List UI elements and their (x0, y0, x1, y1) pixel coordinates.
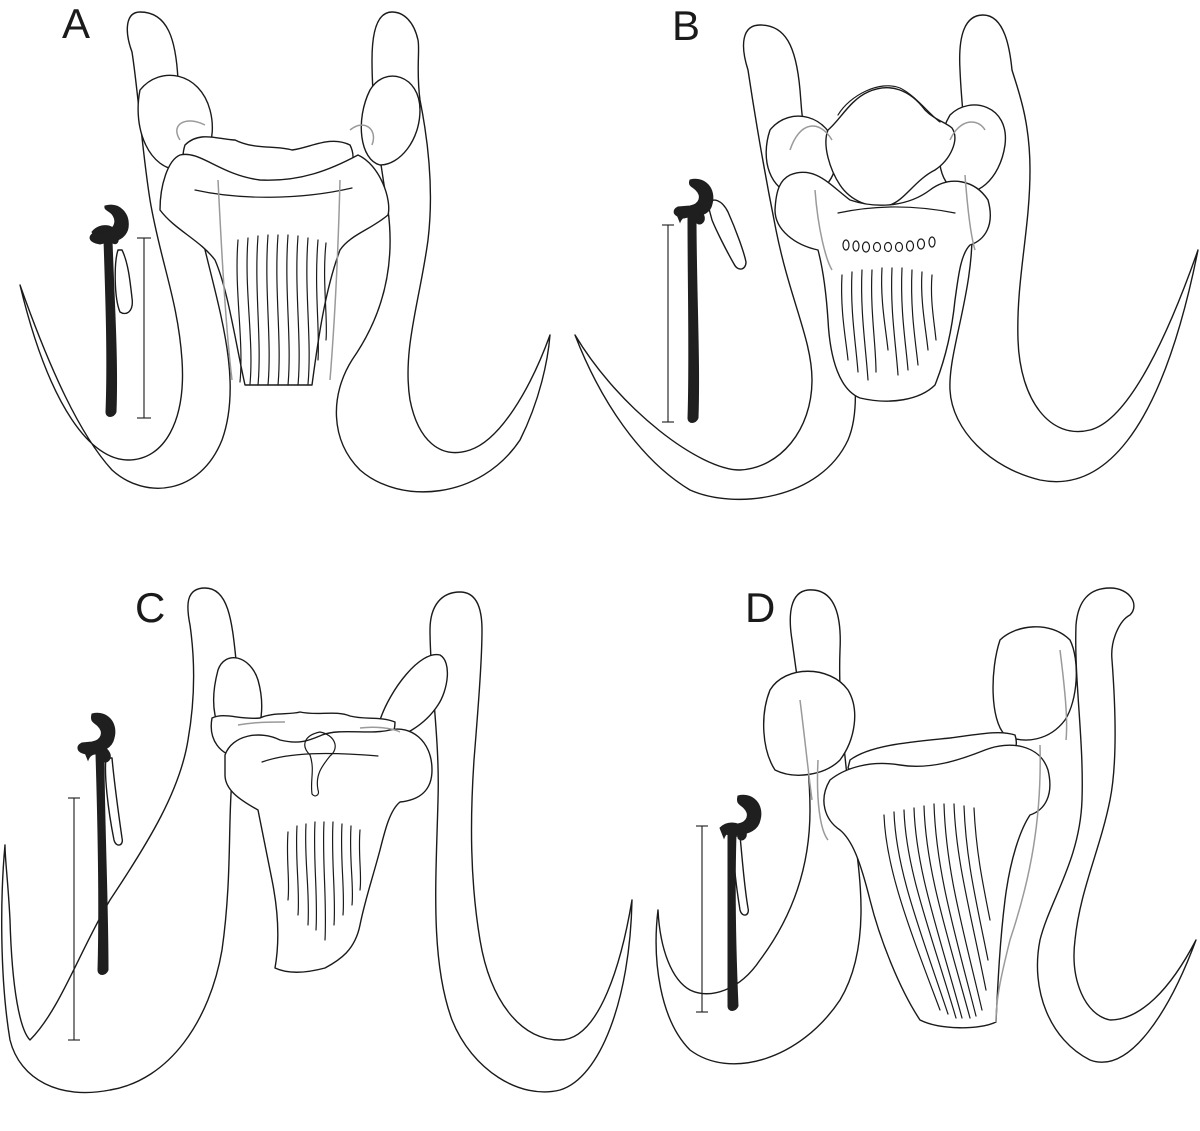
panel-label-c: C (135, 584, 165, 631)
marginal-hook-d (719, 794, 762, 1011)
ventral-bar-wing-left-d (762, 670, 856, 776)
ventral-plate-striations-c (286, 821, 362, 941)
ventral-bar-wing-right-a (360, 75, 421, 166)
ventral-plate-d (823, 744, 1051, 1029)
panel-c: C (1, 584, 633, 1094)
marginal-hook-c (77, 712, 124, 975)
ventral-plate-b (774, 171, 991, 402)
scale-bar-d (696, 825, 708, 1013)
anchor-right-c (429, 591, 633, 1093)
panel-a: A (19, 0, 551, 493)
marginal-hook-b (673, 178, 747, 423)
dorsal-bar-b (825, 87, 956, 207)
anchor-right-d (1036, 587, 1197, 1063)
anchor-right-b (949, 14, 1199, 483)
panel-label-b: B (672, 2, 700, 49)
anchor-left-d (655, 589, 862, 1065)
marginal-hook-a (89, 204, 134, 417)
ventral-plate-striations-b (841, 267, 937, 381)
ventral-plate-striations-d (883, 803, 991, 1019)
ventral-plate-pits-b (842, 236, 936, 253)
anchor-left-c (1, 587, 239, 1094)
panel-d: D (655, 584, 1197, 1065)
panel-label-d: D (745, 584, 775, 631)
ventral-plate-striations-a (236, 234, 327, 386)
scale-bar-c (68, 797, 80, 1041)
ventral-plate-c (224, 728, 433, 973)
scale-bar-b (662, 224, 674, 423)
anchor-right-a (335, 11, 551, 493)
panel-label-a: A (62, 0, 90, 47)
anchor-left-b (574, 24, 857, 500)
ventral-plate-a (159, 153, 390, 386)
panel-b: B (574, 2, 1199, 500)
anchor-left-a (19, 11, 231, 489)
ventral-bar-wing-right-d (992, 626, 1078, 741)
scale-bar-a (137, 237, 151, 419)
